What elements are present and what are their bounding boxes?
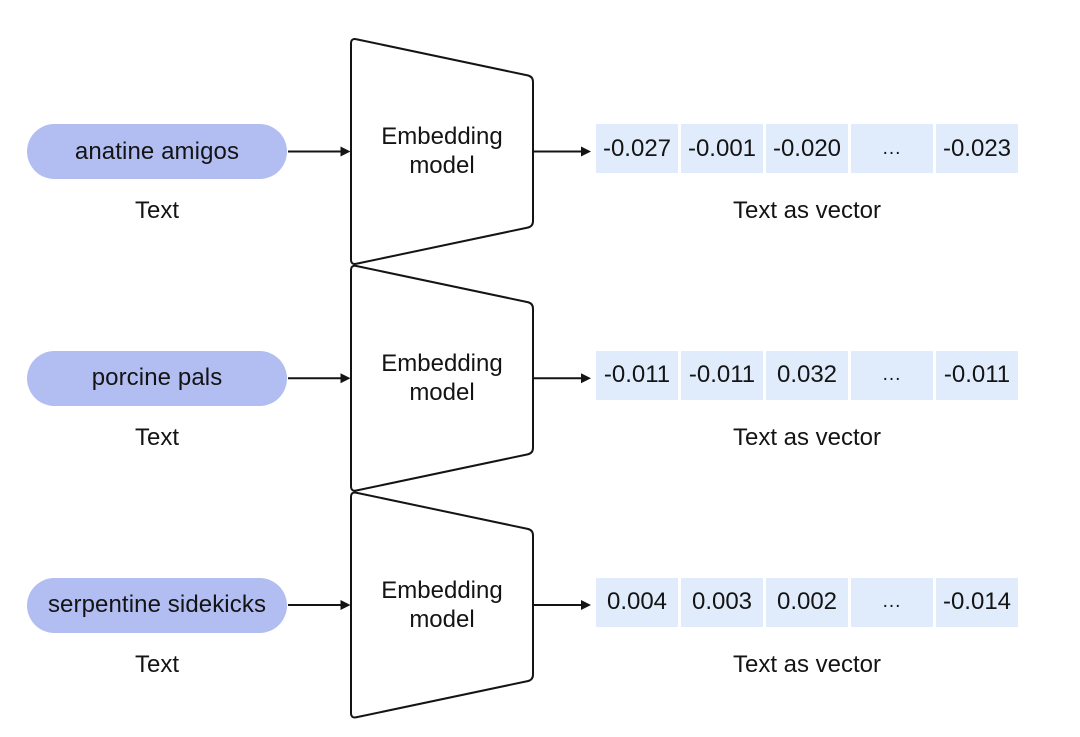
vector-row: -0.027 -0.001 -0.020 ... -0.023 <box>596 124 1018 173</box>
vector-cell-ellipsis: ... <box>851 124 933 173</box>
vector-cell: -0.011 <box>936 350 1018 400</box>
vector-cell-ellipsis: ... <box>851 350 933 400</box>
vector-cell: -0.014 <box>936 577 1018 627</box>
input-text-label: anatine amigos <box>74 137 240 165</box>
vector-cell: 0.004 <box>596 577 678 627</box>
text-caption: Text <box>134 423 179 451</box>
vector-cell: -0.011 <box>596 350 678 400</box>
vector-cell-ellipsis: ... <box>851 577 933 627</box>
vector-caption: Text as vector <box>732 423 882 451</box>
vector-cell: -0.020 <box>766 124 848 173</box>
input-text-label: porcine pals <box>91 364 223 392</box>
input-text-pill: anatine amigos <box>27 124 287 179</box>
vector-cell: 0.003 <box>681 577 763 627</box>
embedding-model-label: Embedding model <box>381 576 503 633</box>
diagram-row: porcine pals Text Embedding model -0.011… <box>0 265 1080 492</box>
vector-row: 0.004 0.003 0.002 ... -0.014 <box>596 577 1018 627</box>
vector-cell: -0.027 <box>596 124 678 173</box>
input-text-label: serpentine sidekicks <box>47 591 267 618</box>
vector-row: -0.011 -0.011 0.032 ... -0.011 <box>596 350 1018 400</box>
vector-cell: -0.023 <box>936 124 1018 173</box>
vector-caption: Text as vector <box>732 650 882 678</box>
vector-cell: 0.002 <box>766 577 848 627</box>
vector-cell: -0.001 <box>681 124 763 173</box>
embedding-model-label: Embedding model <box>381 123 503 179</box>
input-text-pill: serpentine sidekicks <box>27 577 287 633</box>
input-text-pill: porcine pals <box>27 350 287 406</box>
embedding-model-label: Embedding model <box>381 349 503 406</box>
text-caption: Text <box>134 197 179 224</box>
vector-cell: 0.032 <box>766 350 848 400</box>
diagram-row: anatine amigos Text Embedding model -0.0… <box>0 38 1080 265</box>
vector-cell: -0.011 <box>681 350 763 400</box>
diagram-row: serpentine sidekicks Text Embedding mode… <box>0 492 1080 719</box>
vector-caption: Text as vector <box>732 197 882 224</box>
text-caption: Text <box>134 650 179 678</box>
